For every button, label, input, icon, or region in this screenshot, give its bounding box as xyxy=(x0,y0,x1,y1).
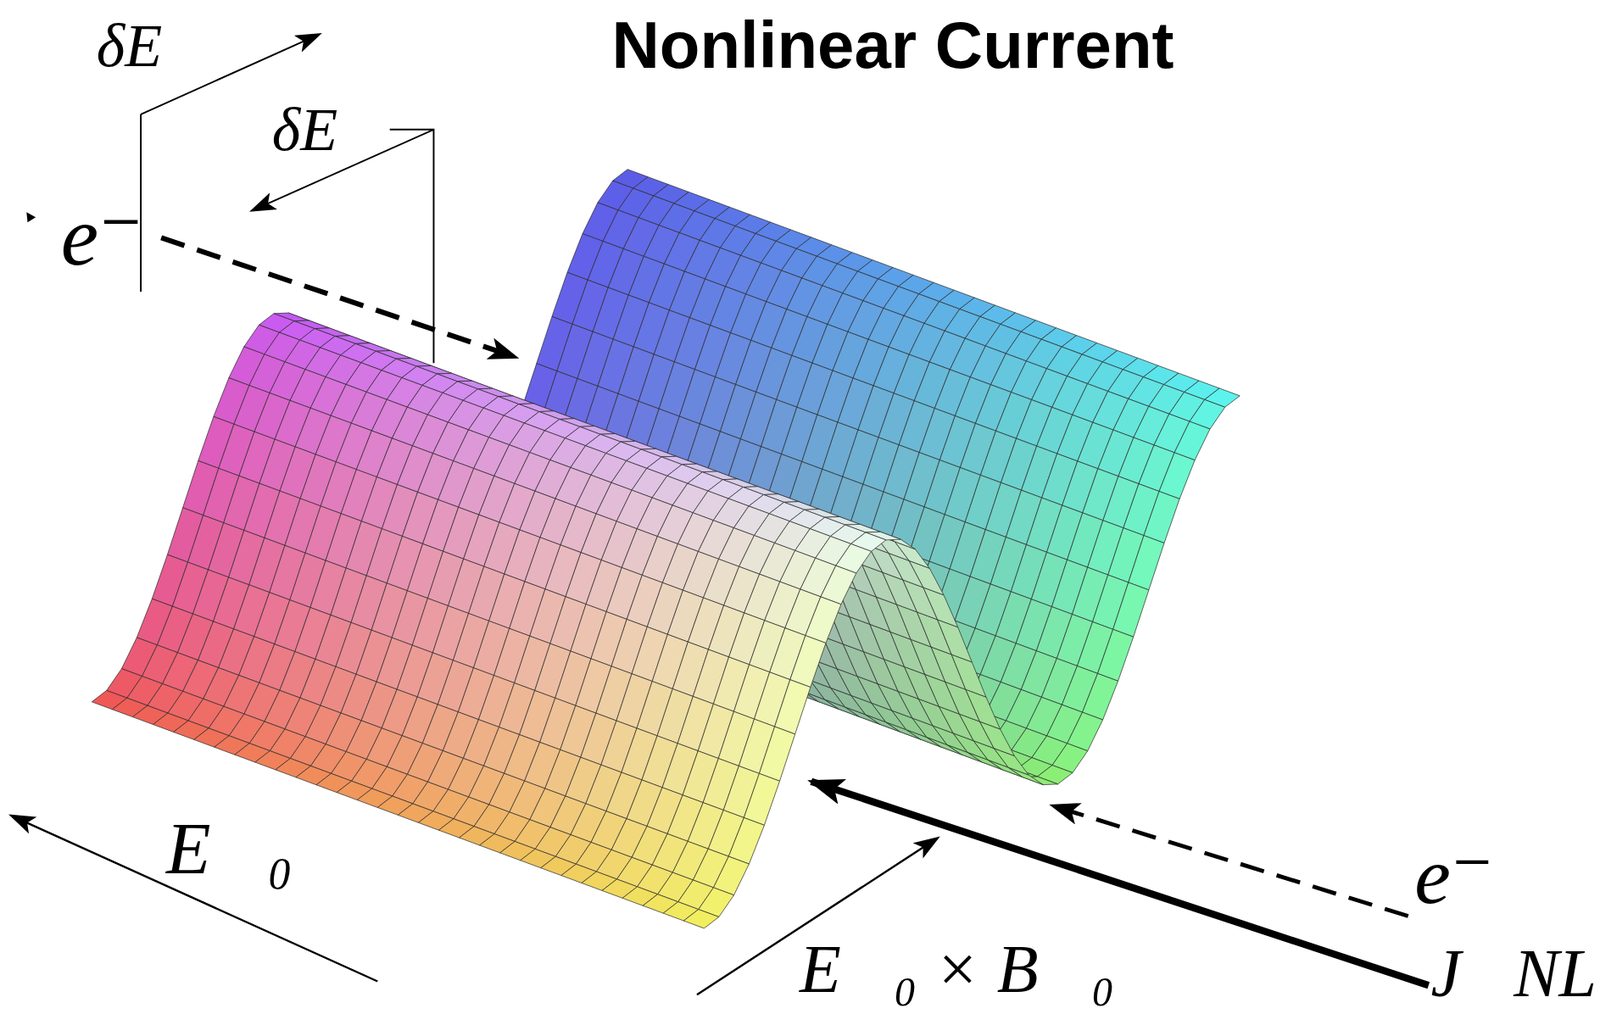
surface-cell xyxy=(1098,629,1134,681)
poynting-label: E⃗₀ × B⃗₀ xyxy=(799,931,1115,1007)
field-perturbation-label: δE⃗ xyxy=(272,96,385,164)
title: Nonlinear Current xyxy=(611,9,1174,83)
surface-cell xyxy=(774,680,811,735)
arrows xyxy=(11,34,1428,995)
surface-cell xyxy=(728,817,764,865)
wave-surface xyxy=(91,169,1240,929)
surface-cell xyxy=(758,726,795,781)
surface-cell xyxy=(743,773,780,826)
surface-cell xyxy=(1113,582,1149,637)
field-label: E⃗₀ xyxy=(166,808,293,890)
surface-cell xyxy=(1128,535,1165,591)
surface-cell xyxy=(790,635,826,688)
surface-cell xyxy=(805,596,842,644)
surface-cell xyxy=(683,909,720,929)
field-perturbation-label: δE⃗ xyxy=(96,12,210,80)
electron-path-arrow xyxy=(161,237,516,357)
small-mark xyxy=(26,211,36,223)
surface-cell xyxy=(1143,491,1180,544)
surface-cell xyxy=(1159,452,1195,500)
surface-cell xyxy=(894,541,930,569)
leader-line xyxy=(390,129,435,364)
electron-path-arrow xyxy=(1053,806,1409,917)
surface-cell xyxy=(1082,673,1119,720)
current-label: J⃗NL xyxy=(1430,936,1597,1011)
surface-cell xyxy=(1008,767,1043,785)
electron-label: e⁻ xyxy=(1414,830,1494,921)
electron-label: e⁻ xyxy=(61,189,144,284)
